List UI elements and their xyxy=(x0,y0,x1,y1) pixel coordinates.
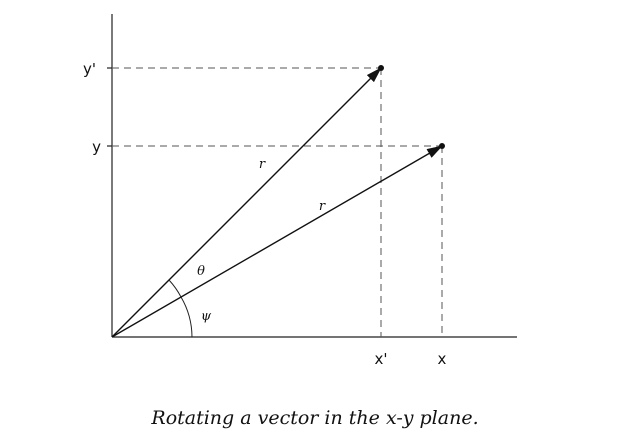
original-vector-endpoint xyxy=(439,143,445,149)
x-prime-label: x' xyxy=(374,350,387,368)
rotated-vector-arrow xyxy=(111,67,382,338)
x-label: x xyxy=(438,350,447,368)
r-upper-label: r xyxy=(259,157,266,172)
diagram-caption: Rotating a vector in the x-y plane. xyxy=(150,407,478,429)
theta-label: θ xyxy=(197,264,205,279)
psi-angle-arc xyxy=(180,296,193,338)
psi-label: ψ xyxy=(201,309,212,324)
y-prime-label: y' xyxy=(83,60,96,78)
theta-angle-arc xyxy=(168,279,182,298)
r-lower-label: r xyxy=(319,199,326,214)
rotated-vector-endpoint xyxy=(378,65,384,71)
y-label: y xyxy=(92,138,101,156)
original-vector-arrow xyxy=(111,145,443,338)
